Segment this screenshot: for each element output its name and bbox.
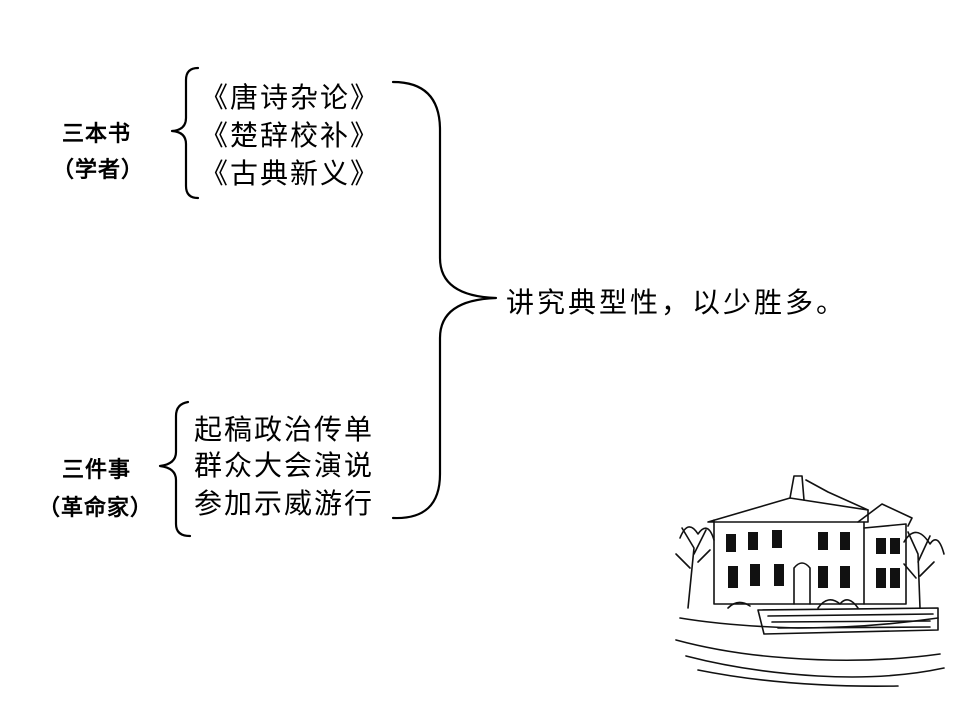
deed-item: 参加示威游行 — [194, 487, 375, 520]
deeds-brace — [158, 400, 192, 538]
deeds-sublabel: （革命家） — [38, 496, 154, 521]
books-label: 三本书 — [62, 122, 132, 147]
deeds-label: 三件事 — [62, 458, 132, 483]
conclusion-text: 讲究典型性，以少胜多。 — [506, 286, 848, 319]
books-brace — [170, 66, 200, 200]
books-sublabel: （学者） — [52, 158, 145, 183]
book-item: 《古典新义》 — [200, 157, 381, 190]
building-sketch-image — [675, 475, 945, 687]
deed-item: 群众大会演说 — [194, 449, 375, 482]
main-brace — [391, 80, 498, 520]
deed-item: 起稿政治传单 — [194, 413, 375, 446]
book-item: 《楚辞校补》 — [200, 119, 381, 152]
book-item: 《唐诗杂论》 — [200, 81, 381, 114]
